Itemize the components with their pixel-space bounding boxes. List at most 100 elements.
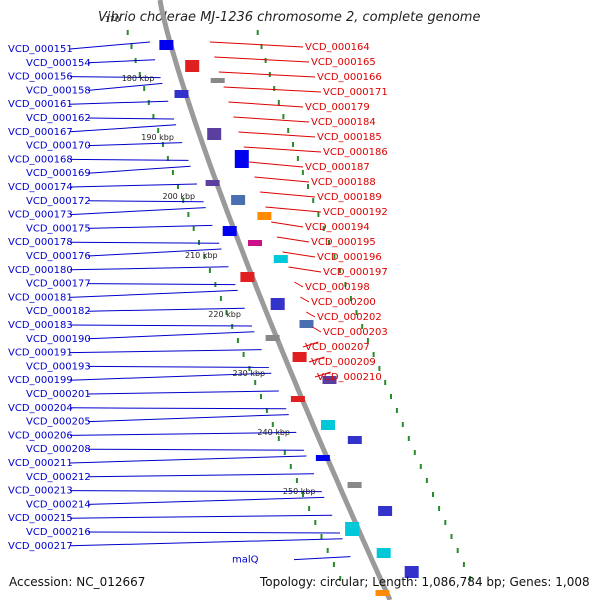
- right-gene-label[interactable]: VCD_000171: [323, 87, 388, 98]
- right-gene-label[interactable]: VCD_000202: [317, 312, 382, 323]
- track-tick: [339, 576, 342, 581]
- left-gene-label[interactable]: VCD_000183: [8, 320, 73, 331]
- gene-feature: [205, 180, 220, 186]
- left-gene-label[interactable]: VCD_000204: [8, 403, 73, 414]
- right-gene-label[interactable]: VCD_000189: [317, 192, 382, 203]
- gene-connector-line: [218, 71, 316, 78]
- gene-connector-line: [69, 324, 253, 327]
- track-tick: [219, 296, 222, 301]
- left-gene-label[interactable]: VCD_000173: [8, 210, 73, 221]
- left-gene-label[interactable]: VCD_000190: [26, 334, 91, 345]
- left-gene-label[interactable]: VCD_000182: [26, 306, 91, 317]
- left-gene-label[interactable]: VCD_000215: [8, 513, 73, 524]
- left-gene-label[interactable]: VCD_000214: [26, 499, 91, 510]
- left-gene-label[interactable]: VCD_000216: [26, 527, 91, 538]
- left-gene-label[interactable]: VCD_000217: [8, 541, 73, 552]
- right-gene-label[interactable]: VCD_000194: [305, 222, 370, 233]
- right-gene-label[interactable]: VCD_000198: [305, 282, 370, 293]
- track-tick: [260, 44, 263, 49]
- left-gene-label[interactable]: VCD_000156: [8, 72, 73, 83]
- left-gene-label[interactable]: VCD_000176: [26, 251, 91, 262]
- track-tick: [308, 506, 311, 511]
- track-tick: [260, 394, 262, 399]
- left-gene-label[interactable]: VCD_000211: [8, 458, 73, 469]
- left-gene-label[interactable]: VCD_000199: [8, 375, 73, 386]
- gene-connector-line: [314, 371, 331, 378]
- right-gene-label[interactable]: VCD_000197: [323, 267, 388, 278]
- right-gene-label[interactable]: VCD_000200: [311, 297, 376, 308]
- gene-connector-line: [87, 414, 289, 423]
- left-gene-label[interactable]: VCD_000168: [8, 154, 73, 165]
- gene-feature: [273, 255, 288, 263]
- right-gene-label[interactable]: VCD_000188: [311, 177, 376, 188]
- track-tick: [438, 506, 441, 511]
- left-gene-label[interactable]: VCD_000172: [26, 196, 91, 207]
- gene-connector-line: [302, 341, 319, 348]
- gene-connector-line: [87, 283, 236, 286]
- left-gene-label[interactable]: VCD_000180: [8, 265, 73, 276]
- left-gene-label[interactable]: VCD_000213: [8, 486, 73, 497]
- track-tick: [231, 324, 234, 329]
- left-gene-label[interactable]: VCD_000205: [26, 417, 91, 428]
- gene-connector-line: [87, 82, 163, 91]
- gene-connector-line: [271, 221, 304, 228]
- right-gene-label[interactable]: VCD_000195: [311, 237, 376, 248]
- left-gene-label[interactable]: VCD_000206: [8, 430, 73, 441]
- track-tick: [277, 436, 280, 441]
- right-gene-label[interactable]: VCD_000196: [317, 252, 382, 263]
- gene-feature: [265, 335, 280, 341]
- gene-connector-line: [276, 236, 310, 243]
- gene-feature: [375, 590, 390, 596]
- gene-connector-line: [214, 56, 310, 63]
- gene-feature: [248, 240, 262, 246]
- gene-connector-line: [233, 116, 310, 123]
- right-gene-label[interactable]: VCD_000166: [317, 72, 382, 83]
- track-tick: [320, 534, 323, 539]
- track-tick: [225, 310, 228, 315]
- track-tick: [126, 30, 129, 35]
- right-gene-label[interactable]: VCD_000210: [317, 372, 382, 383]
- left-gene-label[interactable]: VCD_000161: [8, 99, 73, 110]
- left-gene-label[interactable]: VCD_000181: [8, 292, 73, 303]
- right-gene-label[interactable]: VCD_000185: [317, 132, 382, 143]
- gene-connector-line: [312, 326, 322, 333]
- left-gene-label[interactable]: VCD_000151: [8, 44, 73, 55]
- track-tick: [390, 394, 392, 399]
- left-gene-label[interactable]: VCD_000158: [26, 85, 91, 96]
- right-gene-label[interactable]: VCD_000203: [323, 327, 388, 338]
- left-gene-label[interactable]: VCD_000174: [8, 182, 73, 193]
- right-gene-label[interactable]: VCD_000186: [323, 147, 388, 158]
- left-gene-label[interactable]: malQ: [232, 555, 259, 566]
- gene-connector-line: [87, 142, 183, 147]
- left-gene-label[interactable]: VCD_000201: [26, 389, 91, 400]
- track-tick: [162, 142, 164, 147]
- right-gene-label[interactable]: VCD_000184: [311, 117, 376, 128]
- label-layer[interactable]: VCD_000151VCD_000154VCD_000156VCD_000158…: [8, 42, 388, 566]
- gene-connector-line: [69, 41, 151, 50]
- gene-connector-line: [69, 372, 272, 381]
- right-gene-label[interactable]: VCD_000164: [305, 42, 370, 53]
- left-gene-label[interactable]: VCD_000193: [26, 361, 91, 372]
- right-gene-label[interactable]: VCD_000179: [305, 102, 370, 113]
- right-gene-label[interactable]: VCD_000209: [311, 357, 376, 368]
- left-gene-label[interactable]: VCD_000169: [26, 168, 91, 179]
- left-gene-label[interactable]: VCD_000170: [26, 141, 91, 152]
- track-tick: [296, 156, 299, 161]
- right-gene-label[interactable]: VCD_000207: [305, 342, 370, 353]
- gene-feature: [290, 396, 305, 402]
- left-gene-label[interactable]: VCD_000154: [26, 58, 91, 69]
- left-gene-label[interactable]: VCD_000208: [26, 444, 91, 455]
- left-gene-label[interactable]: VCD_000191: [8, 348, 73, 359]
- right-gene-label[interactable]: VCD_000192: [323, 207, 388, 218]
- left-gene-label[interactable]: VCD_000178: [8, 237, 73, 248]
- left-gene-label[interactable]: VCD_000162: [26, 113, 91, 124]
- left-gene-label[interactable]: VCD_000167: [8, 127, 73, 138]
- left-gene-label[interactable]: VCD_000212: [26, 472, 91, 483]
- right-gene-label[interactable]: VCD_000187: [305, 162, 370, 173]
- right-gene-label[interactable]: VCD_000165: [311, 57, 376, 68]
- left-gene-label[interactable]: VCD_000177: [26, 279, 91, 290]
- gene-connector-line: [69, 455, 307, 464]
- track-tick: [182, 198, 185, 203]
- left-gene-label[interactable]: VCD_000175: [26, 223, 91, 234]
